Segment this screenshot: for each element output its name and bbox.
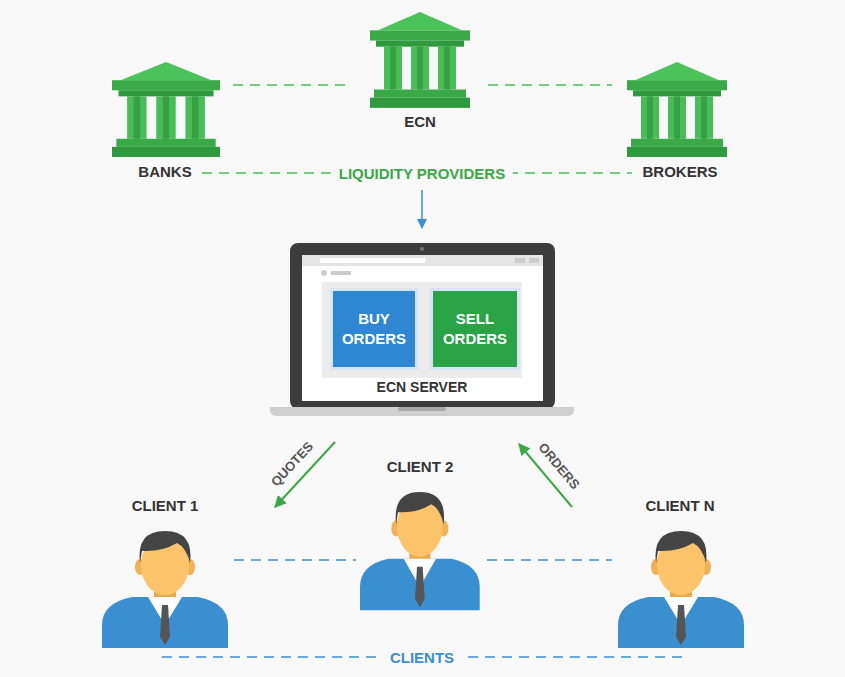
- client-node: CLIENT 1: [100, 497, 230, 651]
- ecn-node: ECN: [362, 6, 478, 132]
- order-box: BUY ORDERS: [330, 288, 418, 370]
- dashed-link: [487, 559, 612, 561]
- broker-node: BROKERS: [620, 58, 740, 182]
- node-label: BROKERS: [642, 163, 717, 182]
- bank-node: BANKS: [105, 58, 225, 182]
- order-label: BUY ORDERS: [333, 309, 415, 350]
- ecn-icon: [370, 12, 470, 108]
- section-label: LIQUIDITY PROVIDERS: [331, 165, 513, 182]
- client-node: CLIENT N: [615, 497, 745, 651]
- order-box: SELL ORDERS: [430, 288, 520, 370]
- client-node: CLIENT 2: [355, 458, 485, 612]
- node-label: CLIENT 1: [132, 497, 199, 516]
- edge-label: QUOTES: [268, 438, 316, 489]
- node-label: ECN: [404, 113, 436, 132]
- server-node: ECN SERVER BUY ORDERS SELL ORDERS: [268, 240, 576, 418]
- dashed-link: [233, 84, 352, 86]
- client-icon: [618, 531, 744, 648]
- laptop-icon: [270, 243, 574, 416]
- edge-label: ORDERS: [535, 439, 582, 491]
- node-label: BANKS: [138, 163, 191, 182]
- node-label: CLIENT N: [645, 497, 714, 516]
- broker-icon: [627, 62, 727, 157]
- flow-arrow: [421, 190, 423, 228]
- bank-icon: [112, 62, 220, 157]
- node-label: ECN SERVER: [377, 379, 468, 397]
- node-label: CLIENT 2: [387, 458, 454, 477]
- section-label: CLIENTS: [382, 649, 462, 666]
- dashed-link: [488, 84, 612, 86]
- client-icon: [360, 492, 480, 610]
- order-label: SELL ORDERS: [433, 309, 517, 350]
- dashed-link: [234, 559, 356, 561]
- client-icon: [102, 531, 228, 648]
